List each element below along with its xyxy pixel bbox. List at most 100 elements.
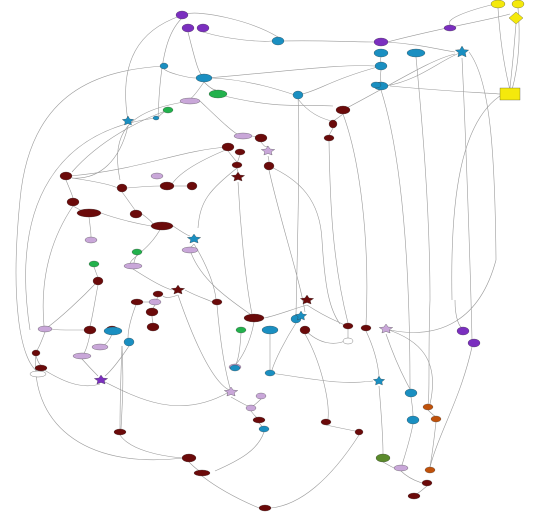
graph-edge	[197, 167, 238, 229]
graph-edge	[230, 396, 249, 407]
graph-edge	[236, 167, 239, 173]
graph-edge	[410, 396, 414, 417]
graph-edge	[88, 216, 92, 238]
graph-edge	[42, 205, 74, 327]
graph-edge	[451, 93, 504, 301]
graph-node-n7	[196, 23, 210, 33]
graph-edge	[81, 358, 99, 377]
graph-edge	[389, 85, 501, 95]
graph-node-n73	[72, 352, 92, 360]
graph-node-n103	[421, 479, 433, 487]
graph-node-n95	[320, 418, 332, 426]
graph-edge	[401, 423, 414, 466]
graph-node-n87	[245, 404, 257, 412]
graph-edge	[429, 346, 473, 468]
graph-node-n96	[354, 428, 364, 436]
graph-node-n42	[76, 208, 102, 218]
graph-node-n34	[230, 171, 246, 182]
graph-node-n85	[223, 386, 239, 397]
graph-node-n100	[424, 466, 436, 474]
graph-edge	[187, 31, 205, 76]
graph-node-n86	[255, 392, 267, 400]
graph-edge	[497, 7, 511, 91]
graph-edge	[117, 100, 191, 181]
graph-edge	[328, 140, 349, 324]
graph-edge	[184, 289, 213, 303]
graph-edge	[342, 113, 368, 326]
graph-edge	[189, 81, 205, 100]
graph-nodes	[29, 0, 525, 512]
graph-edge	[193, 243, 217, 300]
graph-node-n4	[499, 87, 521, 101]
graph-edge	[281, 40, 375, 43]
graph-node-n83	[229, 364, 241, 372]
graph-node-n104	[407, 492, 421, 500]
graph-node-n53	[148, 298, 162, 306]
graph-edge	[267, 155, 270, 163]
graph-node-n88	[252, 416, 266, 424]
graph-edge	[199, 100, 241, 137]
graph-node-n60	[243, 313, 265, 323]
graph-edge	[380, 89, 411, 390]
graph-edge	[141, 213, 154, 225]
graph-edge	[211, 77, 296, 96]
graph-node-n63	[37, 325, 53, 333]
graph-edge	[306, 304, 345, 326]
graph-edge	[382, 461, 395, 469]
graph-node-n77	[91, 343, 109, 351]
graph-node-n5	[175, 10, 189, 20]
graph-edge	[214, 431, 265, 472]
graph-node-n102	[193, 469, 211, 477]
graph-edge	[235, 321, 255, 365]
graph-node-n21	[162, 106, 174, 114]
graph-node-n55	[211, 298, 223, 306]
graph-node-n24	[335, 105, 351, 115]
graph-edge	[270, 434, 360, 509]
graph-node-n62	[299, 325, 311, 335]
graph-edge	[468, 51, 497, 261]
graph-node-n79	[103, 326, 123, 336]
graph-edge	[415, 485, 428, 495]
graph-node-n71	[456, 326, 470, 336]
graph-edge	[268, 165, 323, 241]
graph-edge	[132, 268, 173, 291]
graph-node-n33	[231, 161, 243, 169]
graph-edge	[40, 367, 101, 387]
graph-edge	[203, 81, 217, 91]
graph-edge	[189, 249, 251, 315]
graph-edge	[263, 304, 308, 319]
graph-edge	[89, 284, 99, 327]
graph-node-n44	[186, 233, 202, 244]
graph-edge	[304, 329, 346, 344]
graph-edge	[35, 352, 184, 460]
graph-node-n70	[378, 323, 394, 334]
graph-node-n106	[370, 81, 382, 89]
graph-node-n28	[233, 132, 253, 140]
graph-edge	[461, 57, 473, 341]
graph-node-n75	[34, 364, 48, 372]
graph-edge	[295, 94, 300, 316]
graph-edge	[104, 345, 130, 377]
graph-edge	[129, 225, 163, 265]
graph-edge	[100, 212, 152, 227]
graph-node-n69	[360, 324, 372, 332]
graph-node-n67	[342, 322, 354, 330]
graph-node-n22	[121, 115, 135, 126]
graph-node-n36	[150, 172, 164, 180]
graph-node-n15	[159, 62, 169, 70]
graph-node-n10	[271, 36, 285, 46]
graph-edge	[385, 51, 463, 87]
graph-edge	[207, 65, 376, 79]
graph-node-n51	[170, 284, 186, 295]
graph-edge	[103, 333, 113, 346]
graph-node-n30	[260, 145, 276, 156]
graph-edge	[93, 266, 99, 278]
graph-node-n12	[406, 48, 426, 58]
graph-edge	[171, 146, 234, 185]
graph-edge	[342, 53, 456, 111]
graph-edge	[126, 185, 161, 189]
graph-node-n20	[179, 97, 201, 105]
graph-node-n80	[29, 370, 47, 378]
graph-edge	[162, 294, 179, 298]
